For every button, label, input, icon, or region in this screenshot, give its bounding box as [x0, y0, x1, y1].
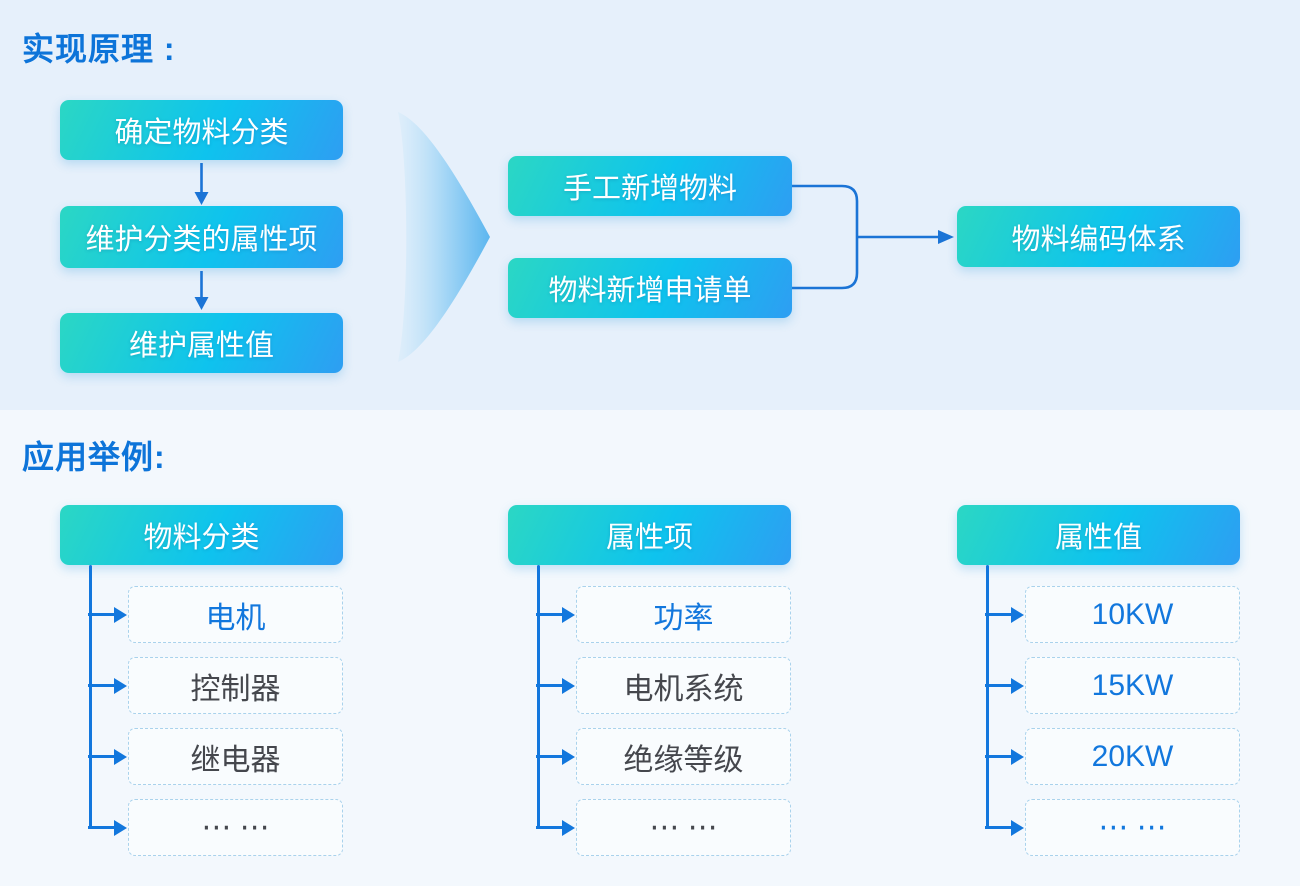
- tree-item: 继电器: [128, 728, 343, 785]
- arrow-right-icon: [938, 230, 954, 244]
- tree-arrow-right-icon: [88, 606, 127, 623]
- result-box-material-coding-system: 物料编码体系: [957, 206, 1240, 267]
- tree-item-ellipsis: ⋯ ⋯: [1025, 799, 1240, 856]
- tree-arrow-right-icon: [88, 819, 127, 836]
- tree-arrow-right-icon: [536, 819, 575, 836]
- tree-arrow-right-icon: [536, 677, 575, 694]
- tree-item: 控制器: [128, 657, 343, 714]
- tree-trunk-line: [536, 565, 540, 829]
- tree-item: 10KW: [1025, 586, 1240, 643]
- tree-item: 电机: [128, 586, 343, 643]
- tree-item: 电机系统: [576, 657, 791, 714]
- tree-arrow-right-icon: [985, 606, 1024, 623]
- tree-arrow-right-icon: [985, 677, 1024, 694]
- step-box-maintain-attribute-values: 维护属性值: [60, 313, 343, 373]
- step-box-determine-classification: 确定物料分类: [60, 100, 343, 160]
- tree-arrow-right-icon: [985, 748, 1024, 765]
- tree-item-ellipsis: ⋯ ⋯: [128, 799, 343, 856]
- tree-arrow-right-icon: [88, 677, 127, 694]
- tree-item: 15KW: [1025, 657, 1240, 714]
- column-header: 物料分类: [60, 505, 343, 565]
- tree-arrow-right-icon: [536, 606, 575, 623]
- tree-item-ellipsis: ⋯ ⋯: [576, 799, 791, 856]
- principle-title: 实现原理 :: [22, 31, 176, 67]
- arrow-down-icon: [194, 192, 209, 205]
- tree-arrow-right-icon: [536, 748, 575, 765]
- tree-item: 绝缘等级: [576, 728, 791, 785]
- source-box-manual-add: 手工新增物料: [508, 156, 792, 216]
- tree-item: 功率: [576, 586, 791, 643]
- source-box-application-form: 物料新增申请单: [508, 258, 792, 318]
- tree-arrow-right-icon: [985, 819, 1024, 836]
- example-column-material-classification: 物料分类 电机 控制器 继电器 ⋯ ⋯: [60, 505, 343, 865]
- column-header: 属性值: [957, 505, 1240, 565]
- tree-arrow-right-icon: [88, 748, 127, 765]
- example-column-attribute-items: 属性项 功率 电机系统 绝缘等级 ⋯ ⋯: [508, 505, 791, 865]
- tree-trunk-line: [985, 565, 989, 829]
- arrow-down-icon: [194, 297, 209, 310]
- example-column-attribute-values: 属性值 10KW 15KW 20KW ⋯ ⋯: [957, 505, 1240, 865]
- column-header: 属性项: [508, 505, 791, 565]
- chevron-right-icon: [398, 112, 490, 362]
- tree-item: 20KW: [1025, 728, 1240, 785]
- step-box-maintain-attribute-items: 维护分类的属性项: [60, 206, 343, 268]
- tree-trunk-line: [88, 565, 92, 829]
- examples-title: 应用举例:: [22, 439, 166, 475]
- principle-section: 实现原理 : 确定物料分类 维护分类的属性项 维护属性值: [0, 0, 1300, 410]
